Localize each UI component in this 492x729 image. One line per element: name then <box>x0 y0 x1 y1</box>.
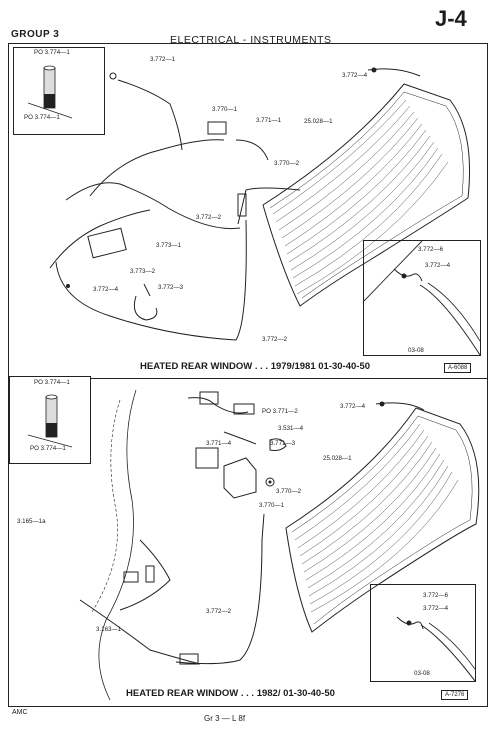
group-label: GROUP 3 <box>11 29 60 40</box>
d1-clip <box>133 295 158 321</box>
diagram2-caption: HEATED REAR WINDOW . . . 1982/ 01-30-40-… <box>126 688 335 699</box>
d1-callout: 3.771—1 <box>256 117 282 124</box>
diagram2-figure-id: A-7276 <box>441 690 469 700</box>
diagram1-figure-id: A-6088 <box>444 363 472 373</box>
diagram2-panel <box>8 378 488 707</box>
d1-detail-label-4: 3.772—4 <box>425 262 451 269</box>
d2-inset-label-a: PO 3.774—1 <box>34 379 70 386</box>
d1-detail-id: 03-08 <box>408 347 424 354</box>
d2-relay <box>195 447 219 469</box>
d2-switch <box>223 457 257 499</box>
d2-connector-lower <box>123 571 139 583</box>
footer-center: Gr 3 — L 8f <box>204 714 246 723</box>
d1-switch <box>207 121 227 135</box>
sealant-tube-icon <box>27 65 73 119</box>
d2-detail-label-4: 3.772—4 <box>423 605 449 612</box>
d1-inset-label-b: PO 3.774—1 <box>24 114 60 121</box>
d2-callout: 3.531—4 <box>278 425 304 432</box>
d2-callout: 3.771—3 <box>270 440 296 447</box>
d2-detail-id: 03-08 <box>414 670 430 677</box>
d1-callout: 3.772—3 <box>158 284 184 291</box>
d1-callout: 3.773—1 <box>156 242 182 249</box>
diagram1-caption: HEATED REAR WINDOW . . . 1979/1981 01-30… <box>140 361 371 372</box>
d1-callout: 3.772—2 <box>262 336 288 343</box>
d2-harness-main <box>119 539 171 611</box>
footer-left: AMC <box>12 709 28 716</box>
diagram1-sealant-inset <box>13 47 105 135</box>
d2-connector-top <box>199 391 219 405</box>
d2-callout: 3.772—4 <box>340 403 366 410</box>
d2-plug <box>145 565 155 583</box>
d2-detail-label-6: 3.772—6 <box>423 592 449 599</box>
d2-inset-label-b: PO 3.774—1 <box>30 445 66 452</box>
d1-harness-main <box>89 139 225 197</box>
rear-window-glass <box>285 407 480 633</box>
d1-relay <box>87 227 127 259</box>
d2-callout: 3.163—1 <box>96 626 122 633</box>
diagram2-sealant-inset <box>9 376 91 464</box>
d2-callout: 3.770—1 <box>259 502 285 509</box>
d1-callout: 3.770—2 <box>274 160 300 167</box>
diagram2-detail-inset <box>370 584 476 682</box>
diagram1-detail-inset <box>363 240 481 356</box>
d2-connector-mid <box>233 403 255 415</box>
d2-callout: 3.770—2 <box>276 488 302 495</box>
d2-callout: 3.771—4 <box>206 440 232 447</box>
d1-callout: 3.773—2 <box>130 268 156 275</box>
d1-callout: 3.772—4 <box>93 286 119 293</box>
d2-callout: 3.165—1a <box>17 518 46 525</box>
d1-inset-label-a: PO 3.774—1 <box>34 49 70 56</box>
d2-callout: 3.772—2 <box>206 608 232 615</box>
d1-connector <box>237 193 247 217</box>
page-code: J-4 <box>435 6 467 31</box>
sealant-tube-icon <box>27 394 73 448</box>
rear-window-glass <box>262 83 470 307</box>
d1-callout: 3.772—4 <box>342 72 368 79</box>
d1-callout: 3.772—2 <box>196 214 222 221</box>
d2-callout: PO 3.771—2 <box>262 408 298 415</box>
d1-callout: 25.028—1 <box>304 118 333 125</box>
d2-callout: 25.028—1 <box>323 455 352 462</box>
d1-callout: 3.770—1 <box>212 106 238 113</box>
d1-callout: 3.772—1 <box>150 56 176 63</box>
d2-connector-bottom <box>179 653 199 665</box>
d1-detail-label-6: 3.772—6 <box>418 246 444 253</box>
